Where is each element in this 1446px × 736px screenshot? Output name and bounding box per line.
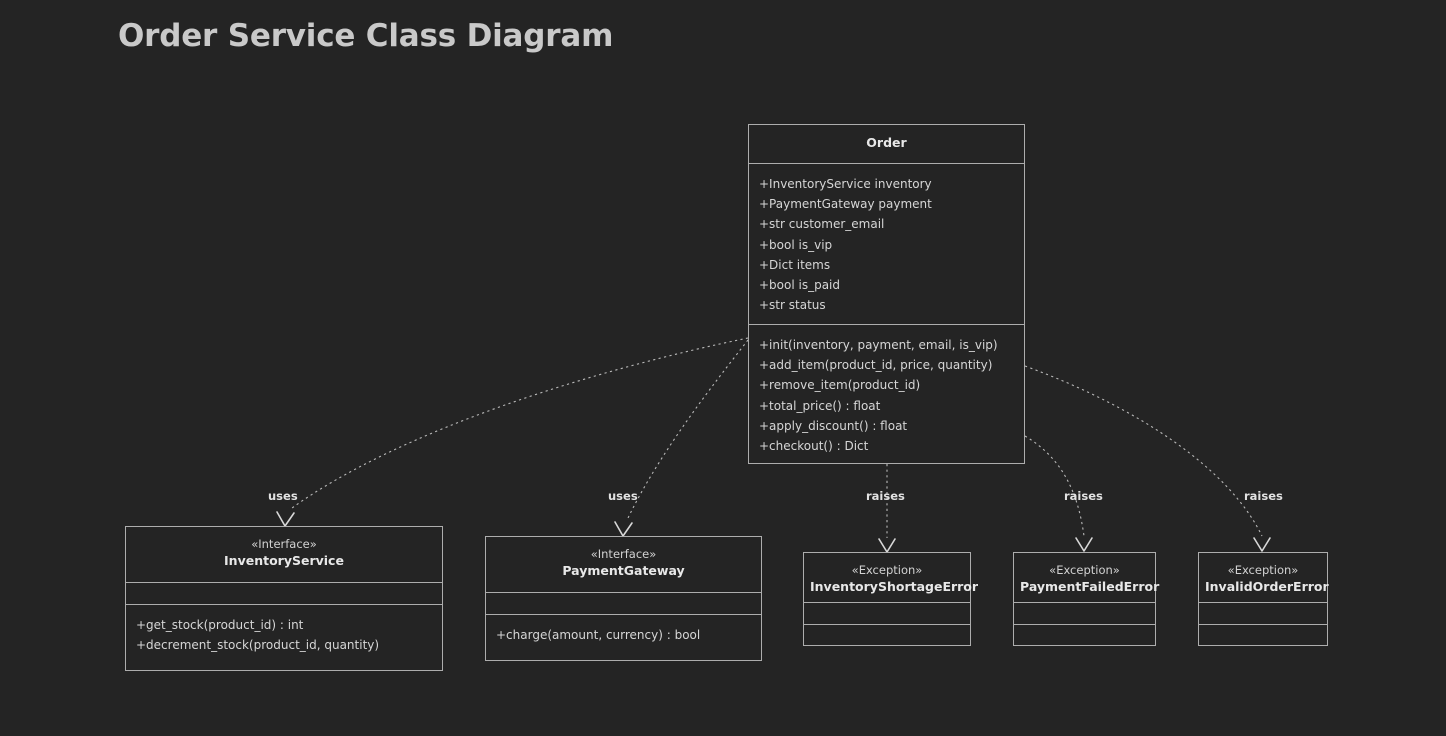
class-methods-invalidordererror — [1199, 625, 1327, 647]
class-header-order: Order — [749, 125, 1024, 164]
class-attributes-paymentfailederror — [1014, 603, 1155, 625]
class-stereotype-paymentgateway: «Interface» — [590, 547, 657, 561]
attribute-row: +Dict items — [759, 257, 831, 272]
arrowhead-paymentgateway — [614, 521, 633, 537]
page-title: Order Service Class Diagram — [118, 18, 614, 54]
class-header-inventoryshortageerror: «Exception» InventoryShortageError — [804, 553, 979, 603]
class-name-invalidordererror: InvalidOrderError — [1205, 579, 1329, 594]
class-header-paymentfailederror: «Exception» PaymentFailedError — [1014, 553, 1160, 603]
class-attributes-order: +InventoryService inventory +PaymentGate… — [749, 164, 1024, 325]
class-header-invalidordererror: «Exception» InvalidOrderError — [1199, 553, 1329, 603]
edge-label-raises-paymentfailederror: raises — [1064, 489, 1103, 503]
class-box-invalidordererror[interactable]: «Exception» InvalidOrderError — [1198, 552, 1329, 647]
attribute-row: +bool is_paid — [759, 278, 841, 293]
class-name-paymentgateway: PaymentGateway — [562, 563, 685, 578]
arrowhead-inventoryservice — [276, 511, 295, 527]
arrowhead-invalidordererror — [1253, 537, 1271, 552]
class-attributes-invalidordererror — [1199, 603, 1327, 625]
method-row: +remove_item(product_id) — [759, 378, 921, 393]
class-stereotype-inventoryservice: «Interface» — [251, 537, 317, 551]
method-row: +init(inventory, payment, email, is_vip) — [759, 338, 998, 352]
edge-label-uses-paymentgateway: uses — [608, 489, 638, 503]
class-header-inventoryservice: «Interface» InventoryService — [126, 527, 442, 583]
arrowhead-paymentfailederror — [1075, 537, 1093, 552]
attribute-row: +InventoryService inventory — [759, 177, 932, 191]
edge-label-uses-inventoryservice: uses — [268, 489, 298, 503]
class-attributes-paymentgateway — [486, 593, 761, 615]
attribute-row: +bool is_vip — [759, 237, 833, 252]
method-row: +apply_discount() : float — [759, 418, 908, 433]
edge-order-invalidordererror — [1024, 365, 1263, 537]
class-methods-paymentgateway: +charge(amount, currency) : bool — [486, 615, 761, 661]
class-header-paymentgateway: «Interface» PaymentGateway — [486, 537, 761, 593]
method-row: +get_stock(product_id) : int — [136, 618, 304, 632]
method-row: +charge(amount, currency) : bool — [496, 628, 701, 642]
class-methods-order: +init(inventory, payment, email, is_vip)… — [749, 325, 1024, 465]
method-row: +total_price() : float — [759, 398, 881, 413]
class-box-paymentfailederror[interactable]: «Exception» PaymentFailedError — [1013, 552, 1160, 647]
method-row: +decrement_stock(product_id, quantity) — [136, 638, 380, 653]
edge-label-raises-invalidordererror: raises — [1244, 489, 1283, 503]
class-box-inventoryservice[interactable]: «Interface» InventoryService +get_stock(… — [125, 526, 443, 671]
class-methods-inventoryshortageerror — [804, 625, 970, 647]
arrowhead-inventoryshortageerror — [878, 538, 896, 553]
method-row: +checkout() : Dict — [759, 439, 869, 454]
edge-label-raises-inventoryshortageerror: raises — [866, 489, 905, 503]
edge-order-inventoryservice — [291, 337, 749, 509]
class-box-inventoryshortageerror[interactable]: «Exception» InventoryShortageError — [803, 552, 979, 647]
class-name-order: Order — [866, 135, 907, 150]
attribute-row: +PaymentGateway payment — [759, 197, 932, 212]
class-attributes-inventoryservice — [126, 583, 442, 605]
method-row: +add_item(product_id, price, quantity) — [759, 358, 993, 373]
class-stereotype-paymentfailederror: «Exception» — [1049, 563, 1120, 577]
attribute-row: +str status — [759, 298, 826, 313]
class-name-inventoryshortageerror: InventoryShortageError — [810, 579, 979, 594]
class-box-paymentgateway[interactable]: «Interface» PaymentGateway +charge(amoun… — [485, 536, 762, 661]
class-name-paymentfailederror: PaymentFailedError — [1020, 579, 1160, 594]
attribute-row: +str customer_email — [759, 217, 885, 232]
class-attributes-inventoryshortageerror — [804, 603, 970, 625]
class-box-order[interactable]: Order +InventoryService inventory +Payme… — [748, 124, 1025, 464]
class-methods-inventoryservice: +get_stock(product_id) : int +decrement_… — [126, 605, 442, 671]
class-name-inventoryservice: InventoryService — [224, 553, 344, 568]
class-stereotype-inventoryshortageerror: «Exception» — [851, 563, 923, 577]
class-methods-paymentfailederror — [1014, 625, 1155, 647]
class-stereotype-invalidordererror: «Exception» — [1227, 563, 1299, 577]
edge-order-paymentfailederror — [1024, 435, 1085, 537]
edge-order-paymentgateway — [627, 339, 749, 519]
